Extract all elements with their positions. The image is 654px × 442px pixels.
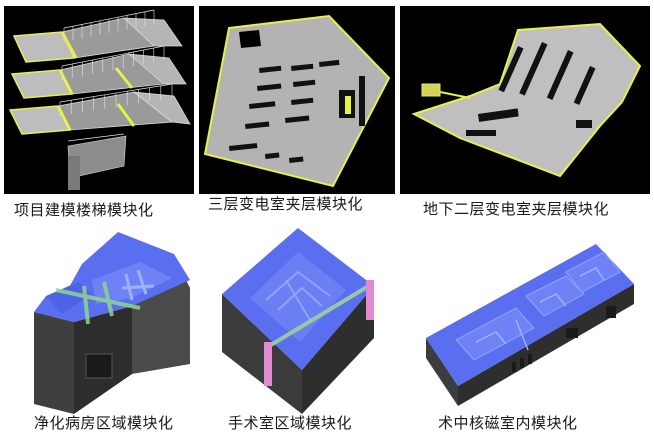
- panel-1-caption: 项目建模楼梯模块化: [14, 201, 154, 219]
- mezzanine-b2-image: [400, 6, 650, 194]
- operating-room-image: [206, 224, 404, 414]
- panel-2-caption: 三层变电室夹层模块化: [208, 195, 364, 213]
- clean-ward-image: [22, 224, 198, 414]
- mri-room-image: [416, 224, 650, 414]
- panel-6-caption: 术中核磁室内模块化: [438, 414, 578, 432]
- stair-model-image: [4, 6, 194, 194]
- mezzanine-3f-image: [199, 6, 395, 194]
- panel-3-caption: 地下二层变电室夹层模块化: [423, 200, 610, 218]
- panel-5-caption: 手术室区域模块化: [228, 414, 353, 432]
- panel-4-caption: 净化病房区域模块化: [34, 414, 174, 432]
